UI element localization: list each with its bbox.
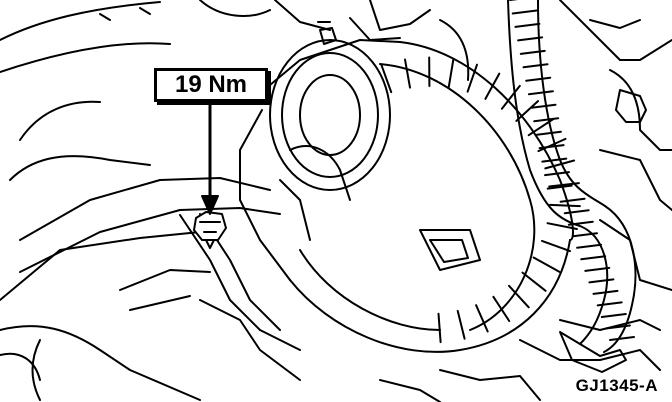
cooling-fin xyxy=(515,100,539,122)
cooling-fin xyxy=(521,271,547,292)
conduit-rib xyxy=(525,76,552,82)
conduit-rib xyxy=(576,243,603,249)
callout-leader-arrow xyxy=(201,102,219,215)
cooling-fin xyxy=(447,58,455,89)
generator xyxy=(239,39,581,353)
conduit-rib xyxy=(567,220,594,226)
conduit-rib xyxy=(533,117,560,123)
cooling-fin xyxy=(466,63,478,93)
conduit-rib xyxy=(580,255,607,261)
conduit-rib xyxy=(517,36,544,42)
conduit-rib xyxy=(511,9,538,15)
conduit-rib xyxy=(522,63,549,69)
conduit-rib xyxy=(535,130,562,136)
cooling-fin xyxy=(456,309,466,340)
cooling-fin xyxy=(404,58,411,89)
wiring-harness-conduit xyxy=(507,0,637,373)
mounting-bracket xyxy=(19,177,301,381)
conduit-rib xyxy=(588,278,615,284)
conduit-rib xyxy=(527,90,554,96)
conduit-rib xyxy=(544,171,570,177)
conduit-rib xyxy=(514,22,541,28)
conduit-rib xyxy=(572,232,598,238)
conduit-rib xyxy=(584,266,611,272)
conduit-rib xyxy=(546,184,573,190)
torque-spec-callout: 19 Nm xyxy=(154,68,268,102)
cooling-fin xyxy=(475,304,489,333)
cooling-fin xyxy=(546,222,578,230)
conduit-rib xyxy=(559,197,586,203)
conduit-rib xyxy=(538,144,565,150)
cooling-fin xyxy=(541,239,571,253)
cooling-fin xyxy=(380,64,393,94)
cooling-fin xyxy=(544,159,576,170)
conduit-rib xyxy=(600,313,627,318)
conduit-rib xyxy=(541,157,568,163)
cooling-fin xyxy=(492,295,511,322)
figure-id-label: GJ1345-A xyxy=(575,376,658,395)
cooling-fin xyxy=(508,284,530,309)
conduit-rib xyxy=(609,336,635,341)
conduit-rib xyxy=(604,324,631,330)
cooling-fin xyxy=(537,137,567,153)
conduit-rib xyxy=(592,289,619,295)
cooling-fin xyxy=(532,256,561,273)
conduit-rib xyxy=(596,301,623,307)
cooling-fin xyxy=(484,72,501,100)
conduit-rib xyxy=(530,103,557,109)
cooling-fin xyxy=(500,84,521,110)
conduit-rib xyxy=(563,209,590,215)
generator-cooling-fins xyxy=(380,56,581,344)
conduit-ribs xyxy=(509,0,635,341)
cooling-fin xyxy=(437,312,442,344)
cooling-fin xyxy=(548,203,581,208)
conduit-rib xyxy=(519,49,546,55)
